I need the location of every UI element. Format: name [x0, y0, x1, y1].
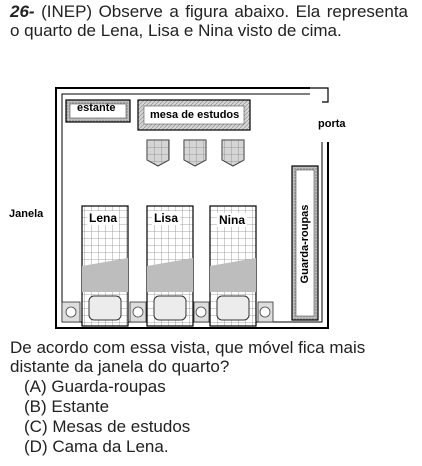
chair-1 — [146, 139, 170, 167]
label-guarda-roupas: Guarda-roupas — [299, 204, 311, 284]
option-c[interactable]: (C) Mesas de estudos — [24, 417, 191, 436]
bed-lisa — [146, 205, 194, 327]
question-number: 26- — [10, 2, 35, 21]
label-estante: estante — [77, 102, 116, 114]
label-bed-lisa: Lisa — [152, 211, 181, 225]
option-b[interactable]: (B) Estante — [24, 397, 110, 416]
answer-options: (A) Guarda-roupas (B) Estante (C) Mesas … — [24, 377, 190, 457]
label-janela: Janela — [9, 208, 44, 220]
label-bed-nina: Nina — [217, 213, 248, 227]
option-a[interactable]: (A) Guarda-roupas — [24, 377, 166, 396]
question-intro: (INEP) Observe a figura abaixo. Ela repr… — [10, 2, 408, 40]
room-drawing — [55, 87, 329, 329]
room-walls — [55, 87, 329, 329]
bed-lena — [81, 205, 129, 327]
label-porta: porta — [318, 118, 346, 130]
nightstand-3 — [193, 301, 210, 323]
nightstand-1 — [61, 301, 81, 323]
label-mesa: mesa de estudos — [150, 109, 240, 121]
nightstand-4 — [257, 301, 274, 323]
room-floor-plan: estante mesa de estudos porta Janela Len… — [0, 84, 422, 336]
question-header: 26- (INEP) Observe a figura abaixo. Ela … — [10, 2, 408, 40]
label-bed-lena: Lena — [87, 211, 120, 225]
question-prompt: De acordo com essa vista, que móvel fica… — [10, 338, 366, 376]
option-d[interactable]: (D) Cama da Lena. — [24, 437, 169, 456]
nightstand-2 — [129, 301, 147, 323]
chair-2 — [183, 139, 207, 167]
door-gap-edge — [310, 87, 329, 103]
chair-3 — [221, 139, 245, 167]
